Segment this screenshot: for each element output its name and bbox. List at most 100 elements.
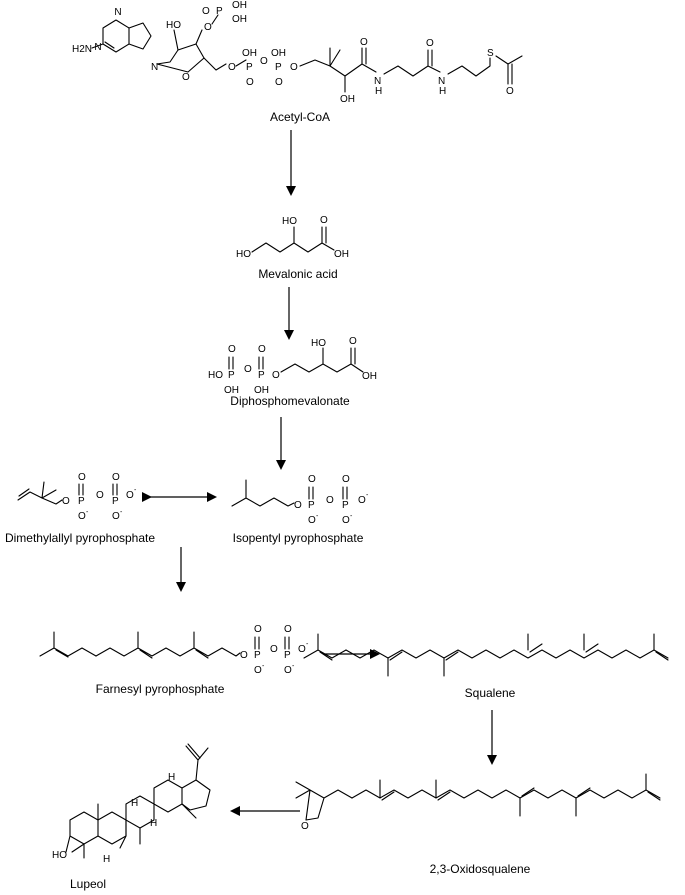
charge-label: - — [316, 513, 319, 520]
squalene-structure — [303, 633, 669, 677]
atom-label: N — [438, 76, 445, 87]
atom-label: O — [112, 511, 120, 522]
atom-label: O — [284, 665, 292, 676]
atom-label: O — [112, 472, 120, 483]
atom-label: O — [246, 77, 254, 88]
atom-label: O — [96, 490, 104, 501]
charge-label: - — [292, 663, 295, 670]
atom-label: O — [326, 495, 334, 506]
atom-label: O — [342, 474, 350, 485]
atom-label: O — [254, 665, 262, 676]
hydroxyl-label: HO — [52, 850, 67, 861]
atom-label: P — [216, 6, 223, 17]
atom-label: O — [358, 495, 366, 506]
acetyl-coa-structure: N N H2N N HO O P O OH OH O O P OH O O P … — [72, 0, 523, 105]
atom-label: O — [360, 37, 368, 48]
atom-label: O — [275, 77, 283, 88]
charge-label: - — [262, 663, 265, 670]
hydroxyl-label: HO — [166, 20, 181, 31]
nh2-label: H2N — [72, 44, 92, 55]
charge-label: - — [134, 487, 137, 494]
atom-label: O — [78, 511, 86, 522]
hydroxyl-label: OH — [242, 48, 257, 59]
atom-label: H — [439, 86, 446, 97]
atom-label: O — [270, 644, 278, 655]
atom-label: P — [78, 496, 85, 507]
isopentyl-pp-structure: O P O O - O P O O - O - — [231, 474, 369, 526]
stereo-h-label: H — [150, 818, 157, 829]
hydroxyl-label: OH — [224, 385, 239, 396]
hydroxyl-label: HO — [208, 370, 223, 381]
atom-label: H — [375, 86, 382, 97]
stereo-h-label: H — [168, 772, 175, 783]
atom-label: O — [258, 344, 266, 355]
atom-label: O — [62, 496, 70, 507]
atom-label: O — [78, 472, 86, 483]
atom-label: O — [301, 821, 309, 832]
atom-label: P — [258, 370, 265, 381]
label-farnesyl-pp: Farnesyl pyrophosphate — [96, 682, 225, 696]
atom-label: O — [290, 62, 298, 73]
label-acetyl-coa: Acetyl-CoA — [270, 110, 330, 124]
hydroxyl-label: OH — [334, 249, 349, 260]
atom-label: O — [228, 62, 236, 73]
farnesyl-pp-structure: O P O O - O P O O - O - — [39, 624, 309, 676]
mevalonic-acid-structure: HO HO O OH — [236, 215, 349, 260]
hydroxyl-label: OH — [340, 94, 355, 105]
label-lupeol: Lupeol — [70, 877, 106, 891]
atom-label: O — [244, 364, 252, 375]
atom-label: N — [94, 42, 101, 53]
label-dimethylallyl-pp: Dimethylallyl pyrophosphate — [5, 531, 155, 545]
charge-label: - — [86, 509, 89, 516]
hydroxyl-label: OH — [362, 371, 377, 382]
atom-label: O — [426, 38, 434, 49]
atom-label: P — [342, 500, 349, 511]
atom-label: P — [246, 62, 253, 73]
atom-label: P — [275, 62, 282, 73]
atom-label: O — [260, 56, 268, 67]
atom-label: P — [112, 496, 119, 507]
atom-label: O — [202, 6, 210, 17]
hydroxyl-label: HO — [236, 249, 251, 260]
atom-label: O — [254, 624, 262, 635]
label-mevalonic-acid: Mevalonic acid — [258, 267, 337, 281]
hydroxyl-label: OH — [232, 0, 247, 11]
label-squalene: Squalene — [465, 686, 516, 700]
charge-label: - — [366, 492, 369, 499]
label-isopentyl-pp: Isopentyl pyrophosphate — [233, 531, 364, 545]
stereo-h-label: H — [103, 854, 110, 865]
atom-label: P — [308, 500, 315, 511]
atom-label: O — [228, 344, 236, 355]
atom-label: O — [308, 515, 316, 526]
charge-label: - — [350, 513, 353, 520]
charge-label: - — [120, 509, 123, 516]
atom-label: O — [272, 370, 280, 381]
atom-label: S — [487, 48, 494, 59]
label-diphosphomevalonate: Diphosphomevalonate — [230, 394, 350, 408]
label-oxidosqualene: 2,3-Oxidosqualene — [430, 862, 531, 876]
atom-label: O — [298, 644, 306, 655]
hydroxyl-label: HO — [311, 338, 326, 349]
atom-label: O — [240, 650, 248, 661]
atom-label: N — [151, 62, 158, 73]
atom-label: O — [204, 22, 212, 33]
hydroxyl-label: OH — [232, 14, 247, 25]
atom-label: O — [342, 515, 350, 526]
oxidosqualene-structure: O — [295, 773, 661, 832]
atom-label: O — [320, 215, 328, 226]
diphosphomevalonate-structure: HO P O OH O P O OH O HO O OH — [208, 336, 377, 396]
atom-label: N — [114, 7, 121, 18]
atom-label: P — [254, 650, 261, 661]
atom-label: O — [126, 490, 134, 501]
dimethylallyl-pp-structure: O P O O - O P O O - O - — [17, 472, 137, 522]
atom-label: O — [308, 474, 316, 485]
hydroxyl-label: OH — [254, 385, 269, 396]
charge-label: - — [306, 641, 309, 648]
stereo-h-label: H — [131, 798, 138, 809]
hydroxyl-label: HO — [282, 216, 297, 227]
lupeol-structure: HO H H H H — [52, 743, 211, 865]
atom-label: P — [284, 650, 291, 661]
atom-label: O — [182, 72, 190, 83]
atom-label: P — [228, 370, 235, 381]
